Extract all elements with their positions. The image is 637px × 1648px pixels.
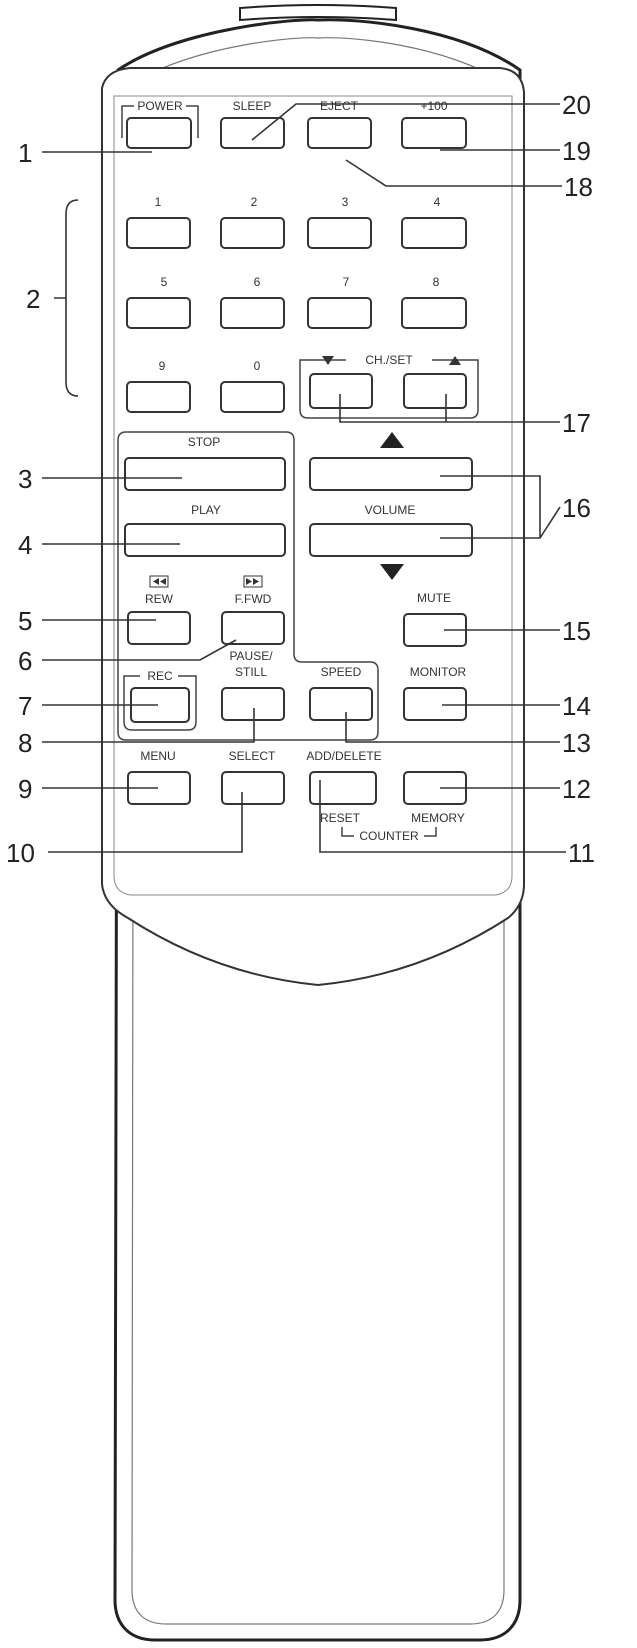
- num5-label: 5: [161, 275, 168, 289]
- ffwd-button[interactable]: [221, 611, 285, 645]
- sleep-button[interactable]: [220, 117, 285, 149]
- callout-9: 9: [18, 774, 32, 804]
- monitor-label: MONITOR: [410, 665, 467, 679]
- stop-label: STOP: [188, 435, 220, 449]
- monitor-button[interactable]: [403, 687, 467, 721]
- num9-button[interactable]: [126, 381, 191, 413]
- num8-button[interactable]: [401, 297, 467, 329]
- callout-16: 16: [562, 493, 591, 523]
- leader-lines: [42, 103, 566, 853]
- num3-label: 3: [342, 195, 349, 209]
- select-label: SELECT: [229, 749, 276, 763]
- reset-label: RESET: [320, 811, 361, 825]
- menu-label: MENU: [140, 749, 175, 763]
- callout-2: 2: [26, 284, 40, 314]
- remote-inner-edge: [131, 37, 505, 1625]
- counter-label: COUNTER: [359, 829, 419, 843]
- ch-up-button[interactable]: [403, 373, 467, 409]
- remote-top-notch: [239, 4, 397, 22]
- sleep-label: SLEEP: [233, 99, 272, 113]
- callout-4: 4: [18, 530, 32, 560]
- transport-frame: [117, 431, 379, 741]
- pause-still-button[interactable]: [221, 687, 285, 721]
- rec-bracket: [123, 675, 197, 731]
- volume-down-button[interactable]: [309, 523, 473, 557]
- num2-button[interactable]: [220, 217, 285, 249]
- still-label: STILL: [235, 665, 267, 679]
- play-button[interactable]: [124, 523, 286, 557]
- num6-button[interactable]: [220, 297, 285, 329]
- callout-10: 10: [6, 838, 35, 868]
- num0-label: 0: [254, 359, 261, 373]
- memory-label: MEMORY: [411, 811, 465, 825]
- callout-18: 18: [564, 172, 593, 202]
- ch-down-arrow-icon: [322, 356, 334, 365]
- ch-set-frame: [299, 359, 479, 419]
- power-button[interactable]: [126, 117, 192, 149]
- callout-3: 3: [18, 464, 32, 494]
- plus100-label: +100: [420, 99, 447, 113]
- callout-8: 8: [18, 728, 32, 758]
- num7-button[interactable]: [307, 297, 372, 329]
- num7-label: 7: [343, 275, 350, 289]
- callout-7: 7: [18, 691, 32, 721]
- power-bracket: [121, 105, 199, 138]
- ch-up-arrow-icon: [449, 356, 461, 365]
- rew-label: REW: [145, 592, 174, 606]
- eject-button[interactable]: [307, 117, 372, 149]
- eject-label: EJECT: [320, 99, 359, 113]
- rew-button[interactable]: [127, 611, 191, 645]
- rec-label: REC: [147, 669, 173, 683]
- pause-label: PAUSE/: [229, 649, 273, 663]
- callout-17: 17: [562, 408, 591, 438]
- num2-label: 2: [251, 195, 258, 209]
- ffwd-label: F.FWD: [235, 592, 272, 606]
- num1-button[interactable]: [126, 217, 191, 249]
- num5-button[interactable]: [126, 297, 191, 329]
- speed-label: SPEED: [321, 665, 362, 679]
- callout-15: 15: [562, 616, 591, 646]
- num6-label: 6: [254, 275, 261, 289]
- callout-1: 1: [18, 138, 32, 168]
- power-label: POWER: [137, 99, 183, 113]
- volume-up-arrow-icon: [380, 432, 404, 448]
- add-delete-label: ADD/DELETE: [306, 749, 381, 763]
- numpad-bracket: [54, 199, 79, 397]
- mute-label: MUTE: [417, 591, 451, 605]
- callout-20: 20: [562, 90, 591, 120]
- plus100-button[interactable]: [401, 117, 467, 149]
- volume-label: VOLUME: [365, 503, 416, 517]
- num1-label: 1: [155, 195, 162, 209]
- callout-5: 5: [18, 606, 32, 636]
- num8-label: 8: [433, 275, 440, 289]
- stop-button[interactable]: [124, 457, 286, 491]
- callout-19: 19: [562, 136, 591, 166]
- speed-button[interactable]: [309, 687, 373, 721]
- fast-forward-icon: [243, 575, 263, 588]
- ch-down-button[interactable]: [309, 373, 373, 409]
- callout-11: 11: [568, 838, 595, 868]
- callout-12: 12: [562, 774, 591, 804]
- num4-label: 4: [434, 195, 441, 209]
- ch-set-label: CH./SET: [365, 353, 413, 367]
- select-button[interactable]: [221, 771, 285, 805]
- callout-6: 6: [18, 646, 32, 676]
- callout-14: 14: [562, 691, 591, 721]
- counter-bracket: [341, 827, 437, 837]
- callout-13: 13: [562, 728, 591, 758]
- play-label: PLAY: [191, 503, 221, 517]
- num0-button[interactable]: [220, 381, 285, 413]
- num9-label: 9: [159, 359, 166, 373]
- button-panel-inner: [113, 95, 513, 896]
- add-delete-reset-button[interactable]: [309, 771, 377, 805]
- volume-down-arrow-icon: [380, 564, 404, 580]
- num4-button[interactable]: [401, 217, 467, 249]
- rewind-icon: [149, 575, 169, 588]
- volume-up-button[interactable]: [309, 457, 473, 491]
- num3-button[interactable]: [307, 217, 372, 249]
